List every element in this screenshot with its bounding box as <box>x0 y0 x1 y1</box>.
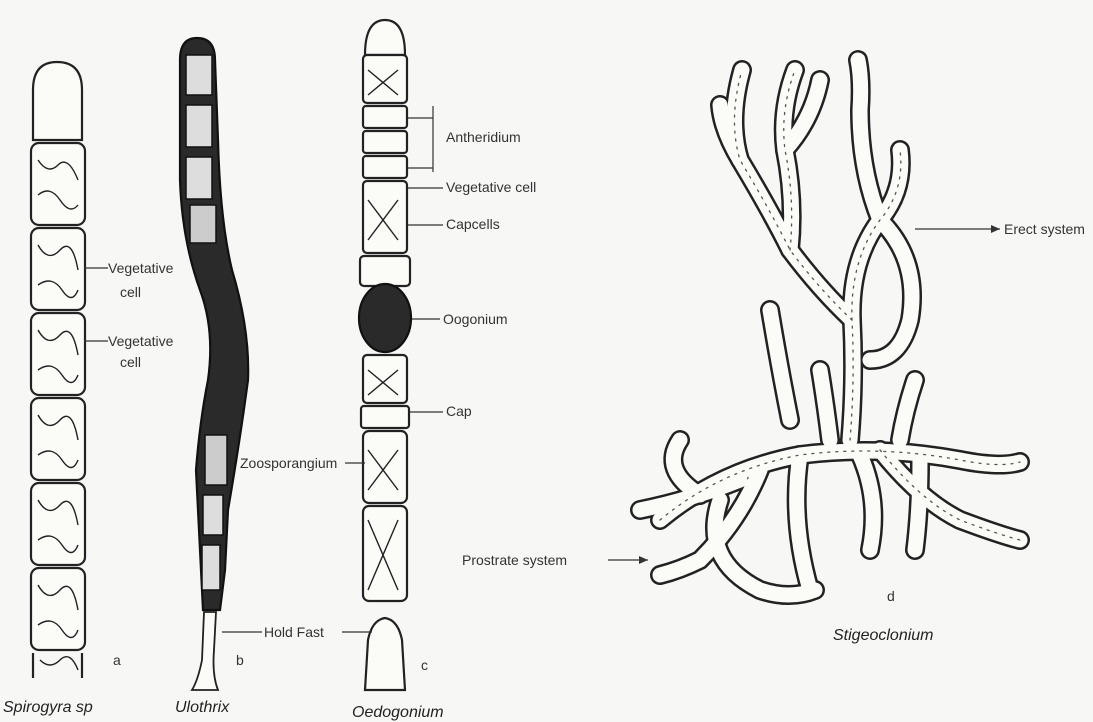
stigeoclonium-thallus <box>640 60 1020 595</box>
ulothrix-filament <box>180 38 248 690</box>
antheridium-2 <box>363 131 407 153</box>
arrowhead-erect-system <box>991 225 1000 233</box>
label-cap: Cap <box>446 403 472 419</box>
ulothrix-zoosporangium <box>205 435 227 485</box>
oedogonium-cell-3 <box>363 355 407 403</box>
label-vegetative-cell-2a: Vegetative <box>108 333 174 349</box>
label-prostrate-system: Prostrate system <box>462 552 567 568</box>
spirogyra-cell-1 <box>31 143 85 225</box>
antheridium-1 <box>363 106 407 128</box>
antheridium-3 <box>363 156 407 178</box>
oedogonium-holdfast <box>365 618 405 690</box>
oedogonium-oogonium <box>359 284 411 352</box>
spirogyra-cell-7 <box>33 653 82 678</box>
caption-oedogonium: Oedogonium <box>352 704 444 721</box>
label-antheridium: Antheridium <box>446 129 521 145</box>
spirogyra-cell-5 <box>31 483 85 565</box>
label-zoosporangium: Zoosporangium <box>240 455 337 471</box>
caption-spirogyra: Spirogyra sp <box>3 699 93 716</box>
oedogonium-tip <box>365 20 405 55</box>
spirogyra-cell-6 <box>31 568 85 650</box>
label-capcells: Capcells <box>446 216 500 232</box>
label-vegetative-cell-2b: cell <box>120 354 141 370</box>
bracket-antheridium <box>408 106 433 172</box>
label-vegetative-cell-1a: Vegetative <box>108 260 174 276</box>
caption-ulothrix: Ulothrix <box>175 699 230 716</box>
chloroplast-7 <box>40 657 78 670</box>
ulothrix-cell-7 <box>202 545 220 590</box>
label-erect-system: Erect system <box>1004 221 1085 237</box>
label-hold-fast: Hold Fast <box>264 624 324 640</box>
panel-letter-d: d <box>887 588 895 604</box>
ulothrix-cell-3 <box>186 157 212 199</box>
stigeoclonium-fill <box>640 60 1020 595</box>
ulothrix-holdfast <box>192 612 218 690</box>
caption-stigeoclonium: Stigeoclonium <box>833 627 934 644</box>
spirogyra-cell-4 <box>31 398 85 480</box>
oedogonium-capcells <box>360 256 410 286</box>
label-vegetative-cell-c: Vegetative cell <box>446 179 536 195</box>
oedogonium-cap <box>361 406 409 428</box>
label-oogonium: Oogonium <box>443 311 508 327</box>
arrowhead-prostrate-system <box>639 556 648 564</box>
spirogyra-cell-2 <box>31 228 85 310</box>
oedogonium-filament <box>359 20 411 690</box>
panel-letter-b: b <box>236 652 244 668</box>
spirogyra-tip-cell <box>33 62 82 140</box>
ulothrix-cell-4 <box>190 205 216 243</box>
ulothrix-cell-6 <box>203 495 223 535</box>
ulothrix-cell-1 <box>186 55 212 95</box>
panel-letter-c: c <box>421 657 428 673</box>
panel-letter-a: a <box>113 652 121 668</box>
ulothrix-cell-2 <box>186 105 212 147</box>
oedogonium-cell-1 <box>363 55 407 103</box>
label-vegetative-cell-1b: cell <box>120 284 141 300</box>
spirogyra-filament <box>31 62 85 678</box>
spirogyra-cell-3 <box>31 313 85 395</box>
